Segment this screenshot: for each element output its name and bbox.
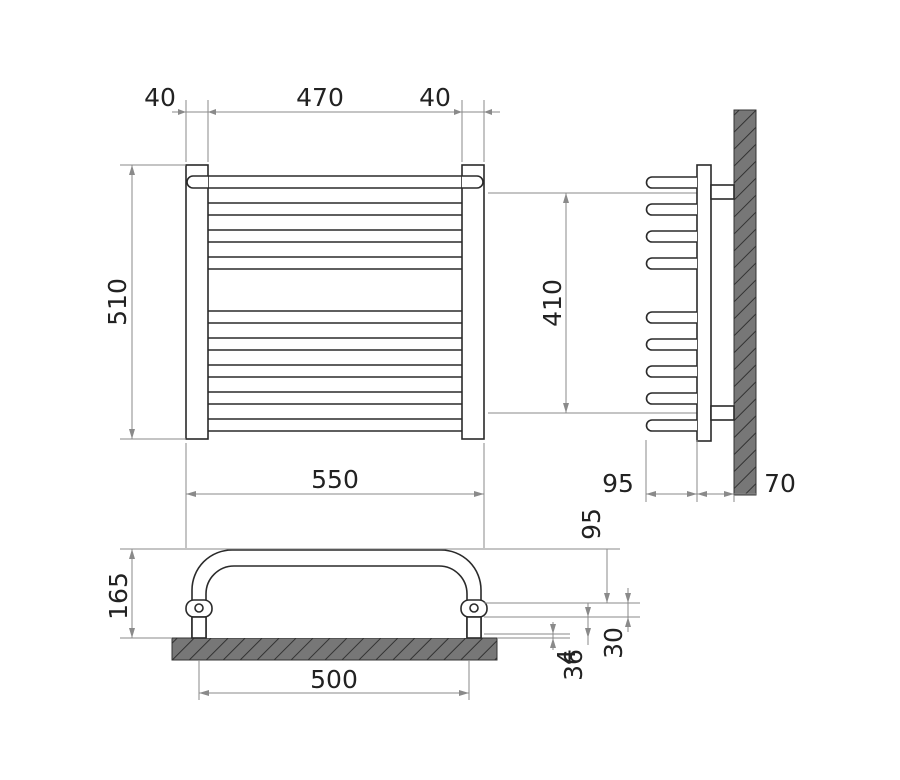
- bottom-height-dimension: 165: [104, 548, 620, 639]
- dim-height: 510: [103, 278, 132, 326]
- top-dimension: 40 470 40: [144, 83, 500, 162]
- floor-brackets: [185, 599, 488, 639]
- side-view: [645, 109, 757, 496]
- right-post: [461, 164, 485, 440]
- side-post: [696, 164, 712, 442]
- bracket-dimensions: 95 4 36 30: [484, 508, 640, 681]
- dim-inner-width: 470: [296, 83, 344, 112]
- towel-bars: [192, 175, 484, 432]
- mount-width-dimension: 500: [198, 660, 470, 700]
- dim-mount-width: 500: [310, 665, 358, 694]
- dim-bracket-height: 36: [559, 649, 588, 681]
- dim-bar-spacing: 410: [538, 279, 567, 327]
- dim-side-depth: 95: [602, 469, 634, 498]
- towel-bar: [192, 229, 484, 243]
- side-dimensions: 95 70: [602, 440, 796, 502]
- towel-bar: [192, 175, 484, 189]
- dim-left-offset: 40: [144, 83, 176, 112]
- dim-bottom-height: 165: [104, 572, 133, 620]
- upper-bracket: [710, 184, 735, 200]
- dim-top-offset: 95: [577, 508, 606, 540]
- towel-bar: [192, 337, 484, 351]
- height-dimension: 510: [103, 164, 186, 440]
- wall: [733, 109, 757, 496]
- towel-bar: [192, 202, 484, 216]
- towel-bar: [192, 391, 484, 405]
- front-view: [185, 164, 485, 440]
- dim-floor-gap: 4: [552, 649, 581, 665]
- dim-wall-gap: 70: [764, 469, 796, 498]
- left-post: [185, 164, 209, 440]
- towel-bar: [192, 364, 484, 378]
- towel-bar: [192, 310, 484, 324]
- dim-total-width: 550: [311, 465, 359, 494]
- towel-bar: [192, 418, 484, 432]
- dim-bracket-offset: 30: [599, 627, 628, 659]
- bar-spacing-dimension: 410: [488, 192, 700, 414]
- bar-ends: [186, 175, 484, 189]
- towel-bar: [192, 256, 484, 270]
- dim-right-offset: 40: [419, 83, 451, 112]
- lower-bracket: [710, 405, 735, 421]
- bottom-view: [171, 549, 498, 661]
- side-bars: [645, 176, 697, 432]
- floor: [171, 637, 498, 661]
- total-width-dimension: 550: [185, 443, 485, 548]
